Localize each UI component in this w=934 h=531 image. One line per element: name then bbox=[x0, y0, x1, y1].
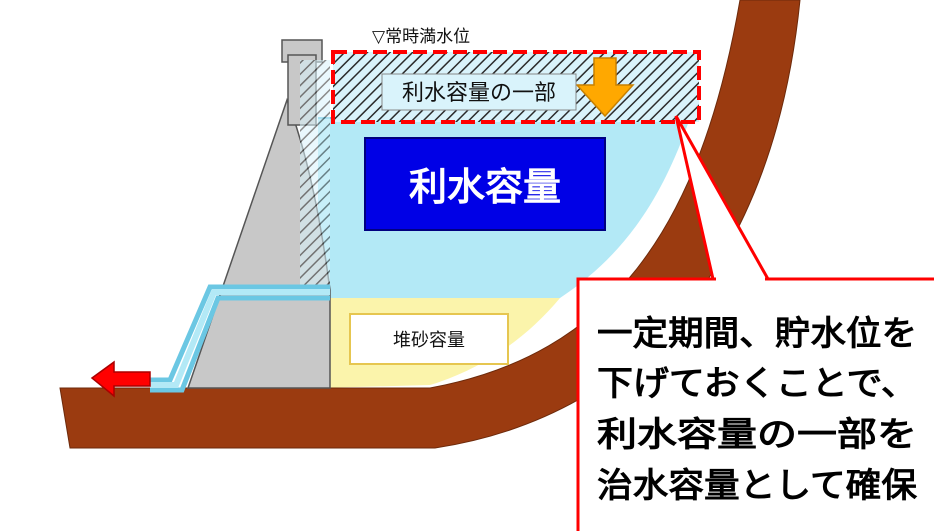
water-use-capacity-label: 利水容量 bbox=[409, 165, 561, 209]
sediment-capacity-label: 堆砂容量 bbox=[393, 330, 465, 351]
callout-line-1: 一定期間、貯水位を bbox=[597, 314, 917, 354]
callout-line-3: 利水容量の一部を bbox=[597, 415, 917, 455]
callout-box-fill bbox=[580, 281, 934, 531]
outlet-pipe-inner bbox=[150, 289, 330, 388]
left-arrow-icon bbox=[90, 360, 151, 398]
lowered-part-frame bbox=[331, 50, 701, 124]
callout-line-2: 下げておくことで、 bbox=[597, 364, 917, 404]
sediment-capacity-box bbox=[349, 313, 509, 365]
water-use-part-label: 利水容量の一部 bbox=[402, 81, 556, 106]
down-arrow-icon bbox=[575, 57, 635, 118]
water-use-capacity-box bbox=[364, 137, 606, 231]
dam-hatched-face bbox=[300, 60, 330, 290]
callout-line-4: 治水容量として確保 bbox=[597, 466, 918, 506]
normal-water-level-label: ▽常時満水位 bbox=[372, 27, 470, 47]
water-use-part-label-box bbox=[381, 73, 577, 111]
outlet-pipe bbox=[150, 284, 330, 393]
